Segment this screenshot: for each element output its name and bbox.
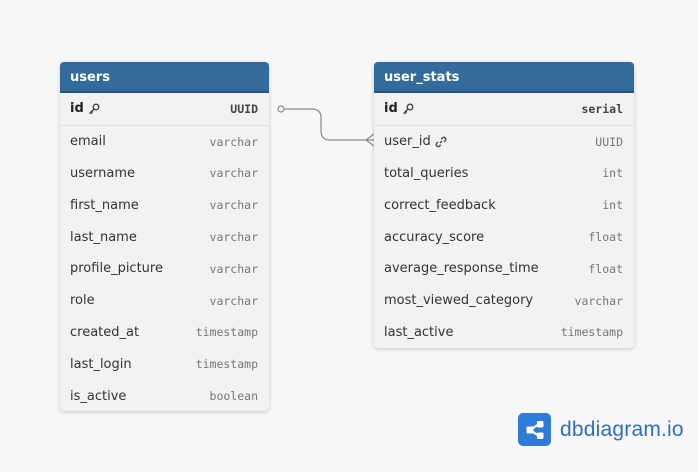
- field-type: timestamp: [195, 325, 258, 340]
- field-name: last_active: [384, 324, 454, 340]
- field-row-most-viewed-category[interactable]: most_viewed_category varchar: [374, 285, 634, 317]
- field-row-is-active[interactable]: is_active boolean: [60, 380, 269, 412]
- field-row-last-name[interactable]: last_name varchar: [60, 221, 269, 253]
- field-name: id: [384, 101, 398, 117]
- field-type: varchar: [209, 293, 258, 308]
- field-row-last-login[interactable]: last_login timestamp: [60, 348, 269, 380]
- field-name: email: [70, 134, 106, 150]
- field-type: float: [588, 230, 623, 245]
- field-row-first-name[interactable]: first_name varchar: [60, 189, 269, 221]
- relationship-line: [281, 108, 374, 141]
- field-type: varchar: [209, 166, 258, 181]
- field-type: varchar: [574, 293, 623, 308]
- field-name: id: [70, 101, 84, 117]
- field-name: accuracy_score: [384, 229, 485, 245]
- field-type: int: [602, 198, 623, 213]
- field-type: UUID: [230, 101, 258, 116]
- field-row-role[interactable]: role varchar: [60, 285, 269, 317]
- field-row-accuracy-score[interactable]: accuracy_score float: [374, 221, 634, 253]
- field-row-username[interactable]: username varchar: [60, 158, 269, 190]
- field-name: created_at: [70, 324, 140, 340]
- field-row-created-at[interactable]: created_at timestamp: [60, 317, 269, 349]
- field-type: serial: [581, 101, 623, 116]
- field-name: correct_feedback: [384, 197, 496, 213]
- field-row-average-response-time[interactable]: average_response_time float: [374, 253, 634, 285]
- field-type: float: [588, 261, 623, 276]
- field-row-user-id[interactable]: user_id UUID: [374, 126, 634, 158]
- link-icon: [435, 136, 447, 148]
- field-row-id[interactable]: id UUID: [60, 93, 269, 126]
- field-type: varchar: [209, 198, 258, 213]
- table-header-user-stats[interactable]: user_stats: [374, 62, 634, 93]
- field-type: boolean: [209, 389, 258, 404]
- share-nodes-icon: [518, 413, 551, 446]
- field-name: profile_picture: [70, 261, 163, 277]
- field-name: most_viewed_category: [384, 293, 534, 309]
- field-name: is_active: [70, 388, 127, 404]
- field-type: varchar: [209, 134, 258, 149]
- field-row-total-queries[interactable]: total_queries int: [374, 158, 634, 190]
- field-row-email[interactable]: email varchar: [60, 126, 269, 158]
- field-type: int: [602, 166, 623, 181]
- table-header-users[interactable]: users: [60, 62, 269, 93]
- field-name: last_name: [70, 229, 137, 245]
- field-type: varchar: [209, 261, 258, 276]
- field-row-id[interactable]: id serial: [374, 93, 634, 126]
- brand-watermark[interactable]: dbdiagram.io: [518, 413, 684, 446]
- field-type: timestamp: [560, 325, 623, 340]
- field-row-profile-picture[interactable]: profile_picture varchar: [60, 253, 269, 285]
- many-end-marker: [365, 133, 375, 147]
- table-users[interactable]: users id UUID email varchar username var…: [60, 62, 269, 411]
- field-row-last-active[interactable]: last_active timestamp: [374, 317, 634, 349]
- field-row-correct-feedback[interactable]: correct_feedback int: [374, 189, 634, 221]
- field-name: last_login: [70, 356, 132, 372]
- key-icon: [88, 103, 100, 115]
- field-name: first_name: [70, 197, 139, 213]
- table-user-stats[interactable]: user_stats id serial user_id UUID total_…: [374, 62, 634, 348]
- field-name: average_response_time: [384, 261, 539, 277]
- field-name: user_id: [384, 134, 431, 150]
- field-name: username: [70, 165, 135, 181]
- field-type: UUID: [595, 134, 623, 149]
- field-name: total_queries: [384, 165, 469, 181]
- field-type: varchar: [209, 230, 258, 245]
- field-type: timestamp: [195, 357, 258, 372]
- one-end-marker: [277, 105, 285, 113]
- brand-name: dbdiagram.io: [560, 417, 684, 441]
- field-name: role: [70, 293, 95, 309]
- key-icon: [402, 103, 414, 115]
